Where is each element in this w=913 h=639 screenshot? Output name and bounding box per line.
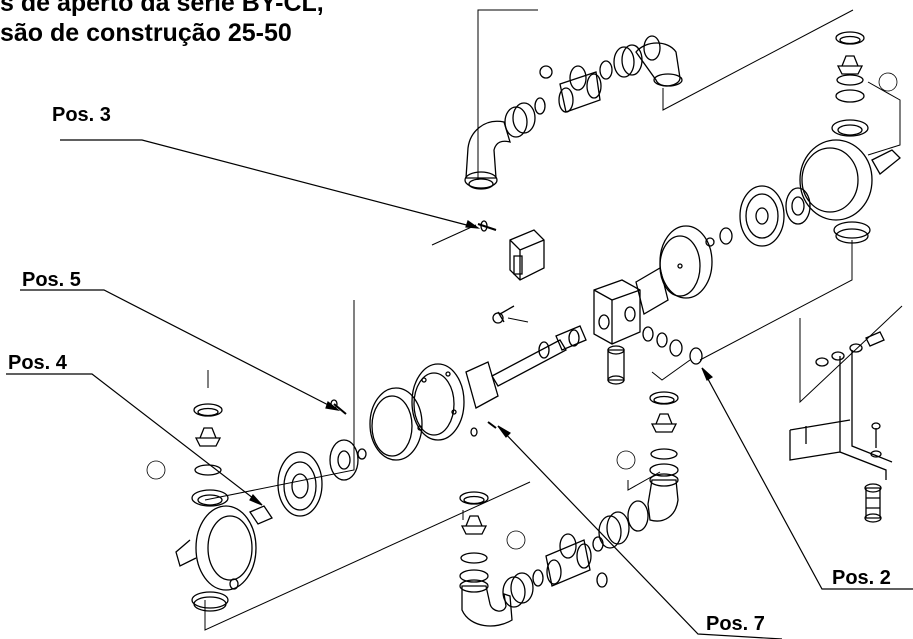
- floor-stand: [790, 332, 892, 522]
- left-diaphragm-set: [278, 362, 498, 516]
- top-discharge-manifold: [465, 36, 682, 189]
- label-pos-4: Pos. 4: [8, 352, 67, 374]
- title-line-2: são de construção 25-50: [0, 19, 292, 47]
- central-air-block: [492, 268, 702, 386]
- title-line-1: s de aperto da série BY-CL,: [0, 0, 324, 17]
- leader-pos-4: [6, 374, 262, 505]
- label-pos-3: Pos. 3: [52, 104, 111, 126]
- label-pos-5: Pos. 5: [22, 269, 81, 291]
- leader-lines: [6, 140, 913, 639]
- assembly-guide-lines: [205, 10, 902, 630]
- label-pos-7: Pos. 7: [706, 613, 765, 635]
- leader-pos-7: [498, 426, 782, 639]
- bottom-suction-manifold: [460, 392, 678, 626]
- solenoid-valve: [478, 221, 544, 280]
- leader-pos-3: [60, 140, 478, 228]
- leader-pos-5: [20, 290, 338, 410]
- drawing-title: s de aperto da série BY-CL, são de const…: [0, 0, 324, 47]
- label-pos-2: Pos. 2: [832, 567, 891, 589]
- leader-pos-2: [702, 368, 913, 589]
- right-pump-chamber: [660, 32, 900, 298]
- left-pump-chamber: [147, 404, 272, 611]
